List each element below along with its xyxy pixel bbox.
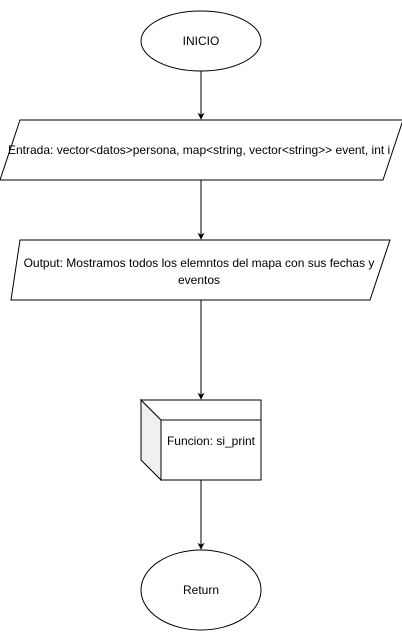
start-ellipse [140, 10, 262, 72]
end-node: Return [140, 549, 262, 631]
end-label: Return [183, 583, 219, 597]
start-node: INICIO [140, 10, 262, 72]
function-cube-top [139, 399, 262, 421]
output-parallelogram [10, 239, 391, 301]
output-node: Output: Mostramos todos los elemntos del… [10, 239, 391, 301]
output-label-line1: Output: Mostramos todos los elemntos del… [24, 256, 375, 270]
function-cube-front [160, 419, 262, 481]
function-label: Funcion: si_print [167, 434, 256, 448]
start-label: INICIO [183, 34, 220, 48]
function-node: Funcion: si_print [139, 398, 262, 482]
input-parallelogram [0, 119, 402, 181]
input-node: Entrada: vector<datos>persona, map<strin… [0, 119, 402, 181]
input-label: Entrada: vector<datos>persona, map<strin… [8, 143, 390, 157]
end-ellipse [140, 549, 262, 631]
output-label-line2: eventos [178, 273, 220, 287]
